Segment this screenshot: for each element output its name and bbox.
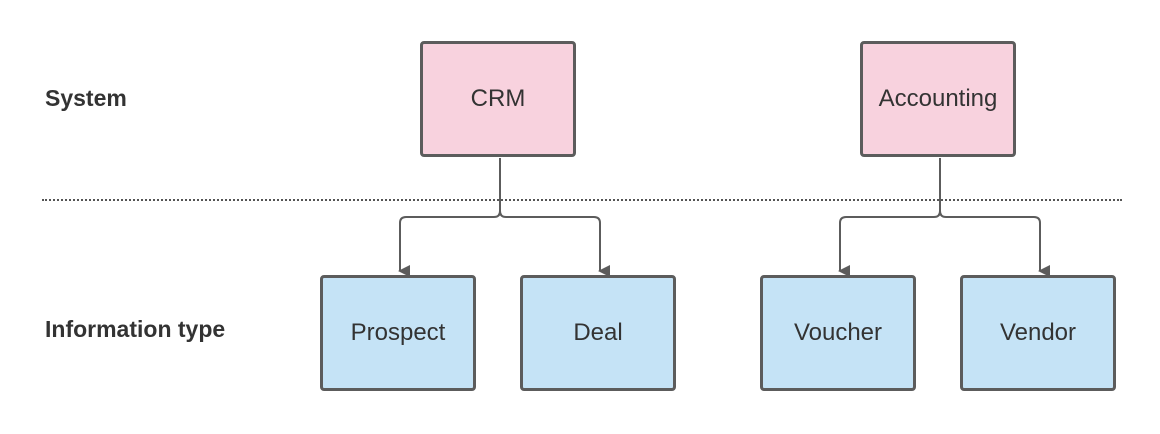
layer-separator xyxy=(42,199,1122,201)
row-label-system: System xyxy=(45,85,127,111)
node-accounting: Accounting xyxy=(860,41,1016,157)
node-voucher-label: Voucher xyxy=(793,319,883,346)
connector-accounting-vendor xyxy=(939,210,1050,277)
connector-crm-deal xyxy=(499,210,610,277)
node-prospect: Prospect xyxy=(320,275,476,391)
node-voucher: Voucher xyxy=(760,275,916,391)
node-vendor-label: Vendor xyxy=(999,319,1077,346)
node-crm: CRM xyxy=(420,41,576,157)
node-deal: Deal xyxy=(520,275,676,391)
connector-accounting-voucher xyxy=(838,158,941,277)
row-label-information-type: Information type xyxy=(45,316,226,342)
connector-crm-prospect xyxy=(398,158,501,277)
node-accounting-label: Accounting xyxy=(878,85,998,112)
node-deal-label: Deal xyxy=(573,319,623,346)
node-prospect-label: Prospect xyxy=(350,319,446,346)
node-vendor: Vendor xyxy=(960,275,1116,391)
node-crm-label: CRM xyxy=(470,85,526,112)
